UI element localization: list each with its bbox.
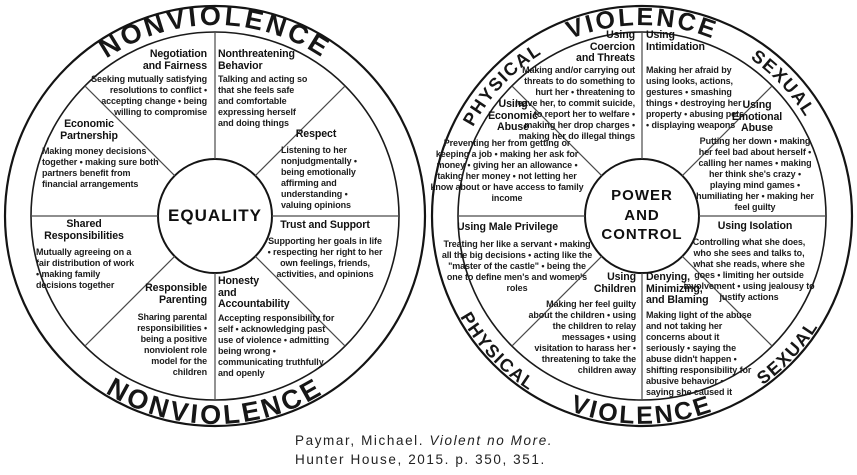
segment-body-using-isolation: Controlling what she does, who she sees …: [683, 237, 815, 302]
segment-body-honesty-and-accountability: Accepting responsibility for self • ackn…: [218, 313, 335, 378]
segment-title-using-male-privilege: Using Male Privilege: [457, 221, 559, 233]
outer-circle: [430, 4, 854, 428]
citation-book-title: Violent no More.: [429, 433, 554, 448]
citation-line-1: Paymar, Michael. Violent no More.: [295, 431, 553, 450]
segment-body-using-emotional-abuse: Putting her down • making her feel bad a…: [696, 136, 814, 212]
equality-wheel-graphic: NONVIOLENCE NONVIOLENCE: [3, 1, 427, 430]
equality-center-label: EQUALITY: [168, 206, 262, 225]
segment-title-using-intimidation: Using Intimidation: [646, 29, 705, 53]
segment-body-nonthreatening-behavior: Talking and acting so that she feels saf…: [218, 74, 308, 128]
segment-title-nonthreatening-behavior: Nonthreatening Behavior: [218, 48, 295, 72]
segment-body-negotiation-and-fairness: Seeking mutually satisfying resolutions …: [91, 74, 207, 117]
segment-body-trust-and-support: Supporting her goals in life • respectin…: [267, 236, 383, 279]
segment-body-using-male-privilege: Treating her like a servant • making all…: [441, 239, 593, 293]
segment-title-using-children: Using Children: [593, 271, 636, 295]
citation: Paymar, Michael. Violent no More. Hunter…: [295, 431, 553, 469]
outer-circle: [3, 4, 427, 428]
citation-publisher-line: Hunter House, 2015. p. 350, 351.: [295, 452, 546, 467]
segment-body-using-coercion-and-threats: Making and/or carrying out threats to do…: [515, 65, 635, 141]
segment-title-denying-minimizing-and-blaming: Denying, Minimizing, and Blaming: [646, 271, 709, 306]
segment-title-economic-partnership: Economic Partnership: [60, 118, 118, 142]
segment-body-economic-partnership: Making money decisions together • making…: [42, 146, 159, 189]
segment-title-using-coercion-and-threats: Using Coercion and Threats: [576, 29, 635, 64]
segment-body-shared-responsibilities: Mutually agreeing on a fair distribution…: [36, 247, 134, 290]
segment-title-honesty-and-accountability: Honesty and Accountability: [218, 275, 290, 310]
segment-body-using-intimidation: Making her afraid by using looks, action…: [646, 65, 744, 130]
segment-divider-spokes: [31, 32, 399, 400]
segment-divider-spokes: [458, 32, 826, 400]
segment-body-respect: Listening to her nonjudgmentally • being…: [281, 145, 357, 210]
segment-body-using-children: Making her feel guilty about the childre…: [528, 299, 636, 375]
segment-title-trust-and-support: Trust and Support: [280, 219, 370, 231]
power-and-control-wheel-graphic: PHYSICAL VIOLENCE SEXUAL PHYSICAL VIOLEN…: [430, 3, 854, 430]
segment-title-using-isolation: Using Isolation: [717, 220, 793, 232]
citation-author: Paymar, Michael.: [295, 433, 425, 448]
segment-body-responsible-parenting: Sharing parental responsibilities • bein…: [137, 312, 207, 377]
segment-title-respect: Respect: [295, 128, 337, 140]
segment-title-shared-responsibilities: Shared Responsibilities: [44, 218, 124, 242]
equality-wheel: NONVIOLENCE NONVIOLENCE EQUALITY Negotia…: [0, 0, 430, 430]
power-and-control-center-label: POWER AND CONTROL: [601, 187, 683, 243]
segment-body-denying-minimizing-and-blaming: Making light of the abuse and not taking…: [646, 310, 752, 397]
segment-body-using-economic-abuse: Preventing her from getting or keeping a…: [430, 138, 584, 203]
segment-title-responsible-parenting: Responsible Parenting: [145, 282, 207, 306]
segment-title-using-economic-abuse: Using Economic Abuse: [488, 98, 538, 133]
segment-title-negotiation-and-fairness: Negotiation and Fairness: [142, 48, 207, 72]
segment-title-using-emotional-abuse: Using Emotional Abuse: [731, 99, 783, 134]
power-and-control-wheel: PHYSICAL VIOLENCE SEXUAL PHYSICAL VIOLEN…: [427, 0, 857, 430]
